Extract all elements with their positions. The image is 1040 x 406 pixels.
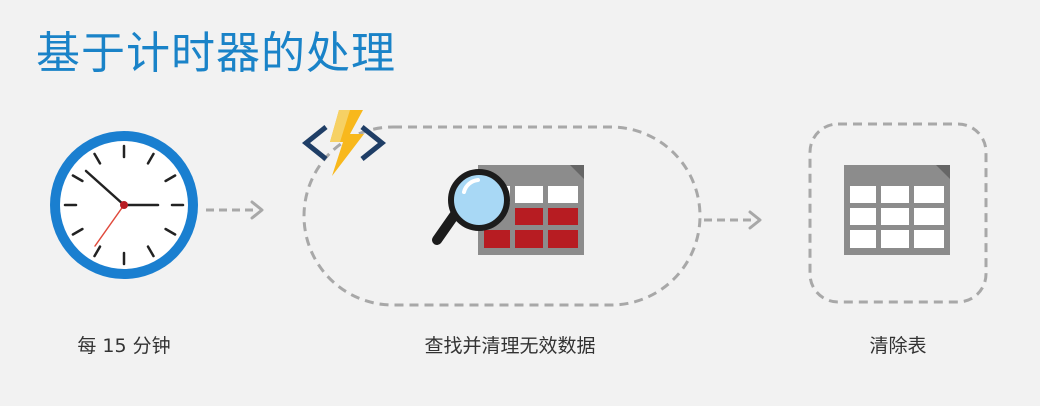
step-caption-schedule: 每 15 分钟 [77,335,171,357]
page-title: 基于计时器的处理 [36,28,396,79]
table-icon [844,165,950,255]
magnifier-icon [432,169,510,245]
function-boundary [302,125,702,307]
step-caption-clear-table: 清除表 [869,335,927,357]
output-boundary [808,122,988,304]
flow-arrow-2 [704,210,762,230]
step-caption-clean-data: 查找并清理无效数据 [424,335,596,357]
flow-arrow-1 [206,200,264,220]
clock-icon [50,131,198,279]
search-table-icon [432,165,584,255]
azure-function-icon [301,110,387,176]
